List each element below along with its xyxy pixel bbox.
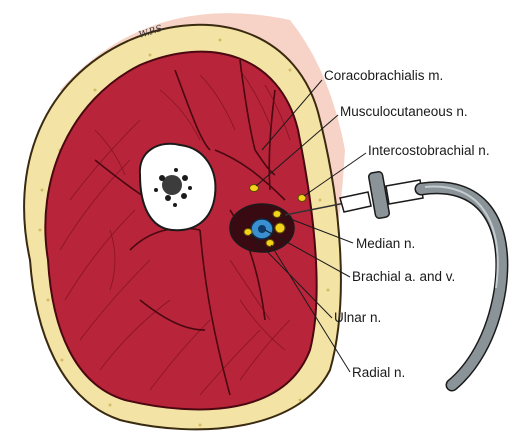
label-musculocutaneous: Musculocutaneous n. — [340, 104, 468, 119]
radial-nerve — [266, 240, 274, 247]
label-brachial: Brachial a. and v. — [352, 269, 455, 284]
syringe-wing — [368, 171, 390, 219]
label-intercostobrachial: Intercostobrachial n. — [368, 143, 490, 158]
median-nerve — [273, 211, 281, 218]
neurovascular-bundle — [230, 204, 294, 252]
label-coracobrachialis: Coracobrachialis m. — [324, 68, 443, 83]
label-radial: Radial n. — [352, 365, 405, 380]
label-ulnar: Ulnar n. — [334, 310, 381, 325]
brachial-vein — [258, 225, 266, 233]
needle-hub — [340, 192, 371, 212]
label-median: Median n. — [356, 236, 415, 251]
